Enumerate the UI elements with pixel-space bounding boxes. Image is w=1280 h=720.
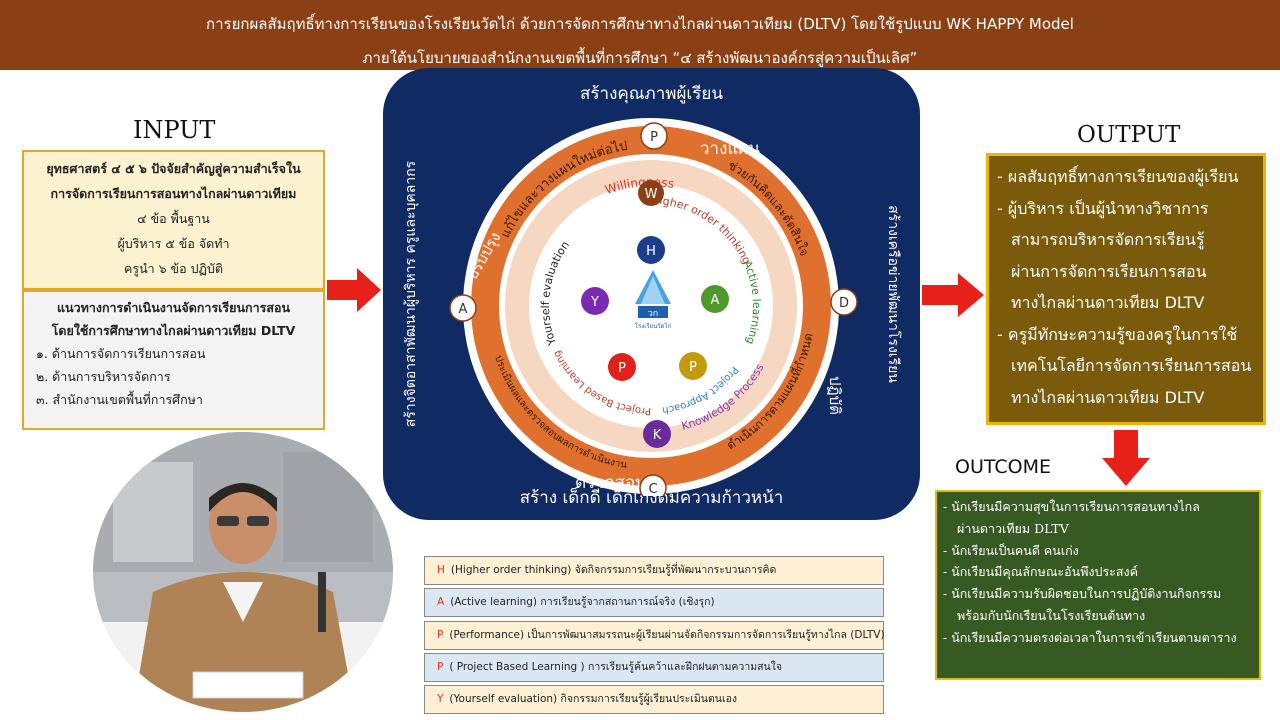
school-logo: วก โรงเรียนวัดไก่ xyxy=(635,270,672,330)
happy-row: Y (Yourself evaluation) กิจกรรมการเรียนรู… xyxy=(424,685,884,714)
panel-top-label: สร้างคุณภาพผู้เรียน xyxy=(580,84,723,104)
svg-text:Y: Y xyxy=(590,295,599,310)
pdca-letter-d: D xyxy=(830,288,858,316)
outcome-line: - นักเรียนมีความตรงต่อเวลาในการเข้าเรียน… xyxy=(943,629,1237,645)
svg-text:P: P xyxy=(650,130,658,145)
outcome-box: - นักเรียนมีความสุขในการเรียนการสอนทางไก… xyxy=(935,490,1261,680)
header-subtitle: ภายใต้นโยบายของสำนักงานเขตพื้นที่การศึกษ… xyxy=(362,49,918,67)
guideline-item: ๑. ด้านการจัดการเรียนการสอน xyxy=(36,346,206,361)
strategy-line-1: ยุทธศาสตร์ ๔ ๕ ๖ ปัจจัยสำคัญสู่ความสำเร็… xyxy=(46,161,301,176)
svg-text:D: D xyxy=(839,296,849,311)
letter-y: Y xyxy=(581,287,609,315)
happy-letter: Y xyxy=(437,693,444,705)
input-title: INPUT xyxy=(133,116,216,144)
output-line: - ผลสัมฤทธิ์ทางการเรียนของผู้เรียน xyxy=(997,167,1239,186)
outcome-line: - นักเรียนเป็นคนดี คนเก่ง xyxy=(943,542,1079,558)
svg-text:K: K xyxy=(653,428,662,443)
letter-p-approach: P xyxy=(679,352,707,380)
right-arrow-icon xyxy=(922,273,984,317)
svg-text:W: W xyxy=(645,187,658,202)
pdca-thai-plan: วางแผน xyxy=(700,139,760,159)
output-line: ทางไกลผ่านดาวเทียม DLTV xyxy=(1011,293,1205,312)
outcome-line: พร้อมกับนักเรียนในโรงเรียนต้นทาง xyxy=(957,607,1146,623)
happy-letter: H xyxy=(437,564,445,576)
pdca-letter-p: P xyxy=(640,122,668,150)
svg-text:โรงเรียนวัดไก่: โรงเรียนวัดไก่ xyxy=(635,322,672,330)
svg-text:วก: วก xyxy=(648,309,659,319)
outcome-line: - นักเรียนมีความรับผิดชอบในการปฏิบัติงาน… xyxy=(943,586,1222,602)
guideline-item: ๓. สำนักงานเขตพื้นที่การศึกษา xyxy=(36,392,203,407)
happy-text: (Yourself evaluation) กิจกรรมการเรียนรู้… xyxy=(449,693,737,705)
strategy-line-4: ผู้บริหาร ๕ ข้อ จัดทำ xyxy=(117,236,230,251)
happy-row: H (Higher order thinking) จัดกิจกรรมการเร… xyxy=(424,556,884,585)
output-box: - ผลสัมฤทธิ์ทางการเรียนของผู้เรียน - ผู้… xyxy=(986,153,1266,425)
panel-left-label: สร้างจิตอาสาพัฒนาผู้บริหาร ครูและบุคลากร xyxy=(403,160,419,428)
happy-text: (Active learning) การเรียนรู้จากสถานการณ… xyxy=(450,596,715,608)
panel-bottom-label: สร้าง เด็กดี เด็กเก่งดีมีความก้าวหน้า xyxy=(519,488,784,508)
header-banner: การยกผลสัมฤทธิ์ทางการเรียนของโรงเรียนวัด… xyxy=(0,0,1280,70)
pdca-letter-c: C xyxy=(639,474,667,496)
strategy-line-2: การจัดการเรียนการสอนทางไกลผ่านดาวเทียม xyxy=(50,186,297,201)
guideline-line-2: โดยใช้การศึกษาทางไกลผ่านดาวเทียม DLTV xyxy=(51,323,296,338)
output-line: เทคโนโลยีการจัดการเรียนการสอน xyxy=(1011,356,1252,375)
svg-text:H: H xyxy=(646,244,656,259)
svg-text:P: P xyxy=(689,360,697,375)
output-line: - ผู้บริหาร เป็นผู้นำทางวิชาการ xyxy=(997,198,1209,218)
guideline-line-1: แนวทางการดำเนินงานจัดการเรียนการสอน xyxy=(56,300,291,315)
output-line: ทางไกลผ่านดาวเทียม DLTV xyxy=(1011,387,1205,407)
svg-text:C: C xyxy=(648,482,657,496)
header-title: การยกผลสัมฤทธิ์ทางการเรียนของโรงเรียนวัด… xyxy=(206,15,1074,33)
output-line: สามารถบริหารจัดการเรียนรู้ xyxy=(1011,230,1205,249)
strategy-line-5: ครูนำ ๖ ข้อ ปฏิบัติ xyxy=(124,261,223,276)
strategy-box: ยุทธศาสตร์ ๔ ๕ ๖ ปัจจัยสำคัญสู่ความสำเร็… xyxy=(22,150,325,290)
letter-w: W xyxy=(638,180,664,206)
happy-letter: A xyxy=(437,596,445,608)
letter-p-based: P xyxy=(608,353,636,381)
svg-text:A: A xyxy=(711,293,720,308)
down-arrow-icon xyxy=(1102,430,1150,486)
output-title: OUTPUT xyxy=(1077,122,1181,148)
happy-letter: P xyxy=(437,661,444,673)
happy-row: A (Active learning) การเรียนรู้จากสถานการ… xyxy=(424,588,884,617)
outcome-title: OUTCOME xyxy=(955,456,1051,478)
presenter-photo xyxy=(93,432,393,712)
pdca-thai-do: ปฏิบัติ xyxy=(826,376,844,415)
output-line: ผ่านการจัดการเรียนการสอน xyxy=(1011,261,1207,281)
letter-h: H xyxy=(637,236,665,264)
svg-text:A: A xyxy=(459,302,468,317)
panel-right-label: สร้างเครือข่ายพัฒนาโรงเรียน xyxy=(885,205,901,383)
happy-text: ( Project Based Learning ) การเรียนรู้ค้… xyxy=(449,661,782,673)
happy-row: P ( Project Based Learning ) การเรียนรู้ค… xyxy=(424,653,884,682)
pdca-letter-a: A xyxy=(449,294,477,322)
outcome-line: - นักเรียนมีคุณลักษณะอันพึงประสงค์ xyxy=(943,564,1138,580)
strategy-line-3: ๔ ข้อ พื้นฐาน xyxy=(137,211,210,226)
happy-text: (Higher order thinking) จัดกิจกรรมการเรี… xyxy=(450,564,777,576)
guideline-item: ๒. ด้านการบริหารจัดการ xyxy=(36,369,171,384)
outcome-line: ผ่านดาวเทียม DLTV xyxy=(957,520,1069,536)
right-arrow-icon xyxy=(327,268,381,312)
letter-a: A xyxy=(701,285,729,313)
wk-happy-wheel: แก้ไขและวางแผนใหม่ต่อไป ช่วยกันคิดและตัด… xyxy=(449,118,858,496)
outcome-line: - นักเรียนมีความสุขในการเรียนการสอนทางไก… xyxy=(943,499,1200,514)
pdca-thai-check: ตรวจสอบ xyxy=(575,473,646,493)
happy-letter: P xyxy=(437,629,444,641)
letter-k: K xyxy=(643,420,671,448)
output-line: - ครูมีทักษะความรู้ของครูในการใช้ xyxy=(997,324,1238,344)
happy-text: (Performance) เป็นการพัฒนาสมรรถนะผู้เรีย… xyxy=(449,629,885,641)
svg-text:P: P xyxy=(618,361,626,376)
guideline-box: แนวทางการดำเนินงานจัดการเรียนการสอน โดยใ… xyxy=(22,290,325,430)
happy-row: P (Performance) เป็นการพัฒนาสมรรถนะผู้เรี… xyxy=(424,621,885,650)
